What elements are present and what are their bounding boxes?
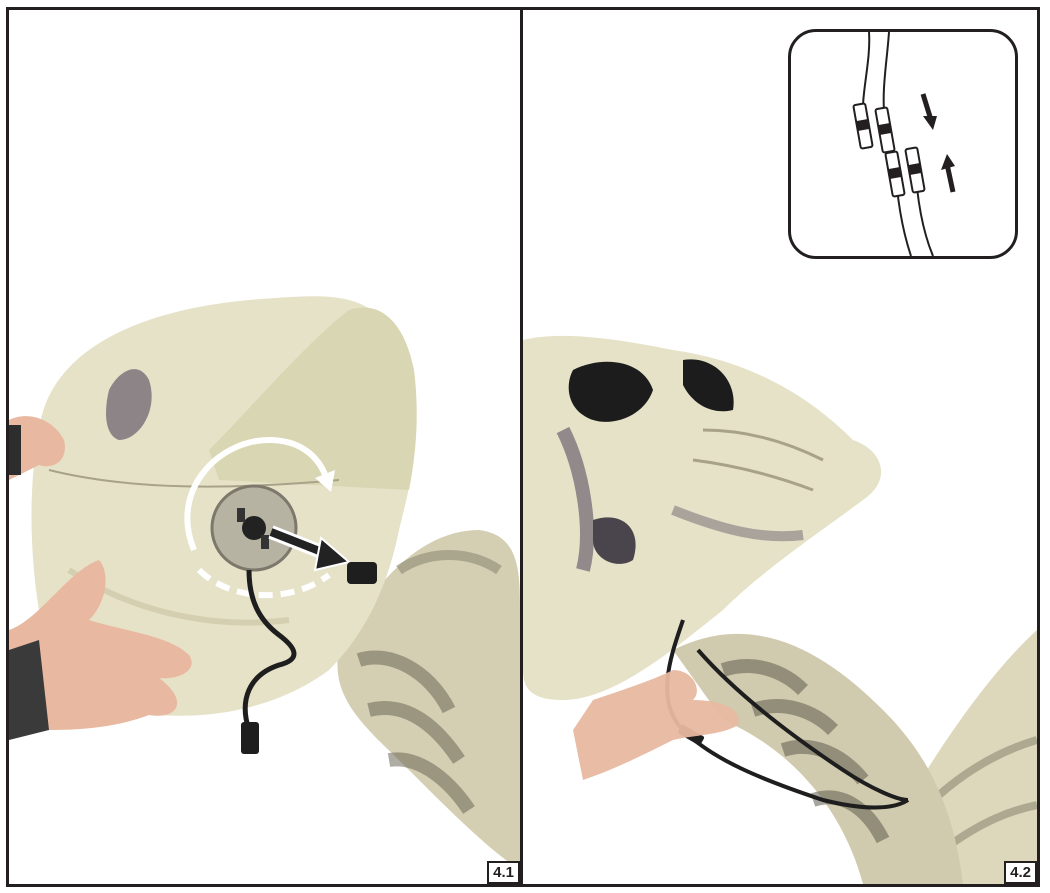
mount-plate bbox=[212, 486, 296, 570]
cable-connector bbox=[241, 722, 259, 754]
arrow-up-icon bbox=[941, 154, 955, 192]
step-number-label: 4.2 bbox=[1004, 861, 1037, 884]
step-panel-4-2: 4.2 bbox=[523, 10, 1037, 884]
connector-bottom bbox=[885, 147, 924, 196]
skull-head-illustration bbox=[9, 10, 520, 884]
connector-diagram bbox=[791, 32, 1015, 256]
step-number-label: 4.1 bbox=[487, 861, 520, 884]
connector-inset bbox=[788, 29, 1018, 259]
step-panel-4-1: 4.1 bbox=[9, 10, 520, 884]
arrow-down-icon bbox=[923, 94, 937, 130]
connector-top bbox=[853, 103, 894, 152]
